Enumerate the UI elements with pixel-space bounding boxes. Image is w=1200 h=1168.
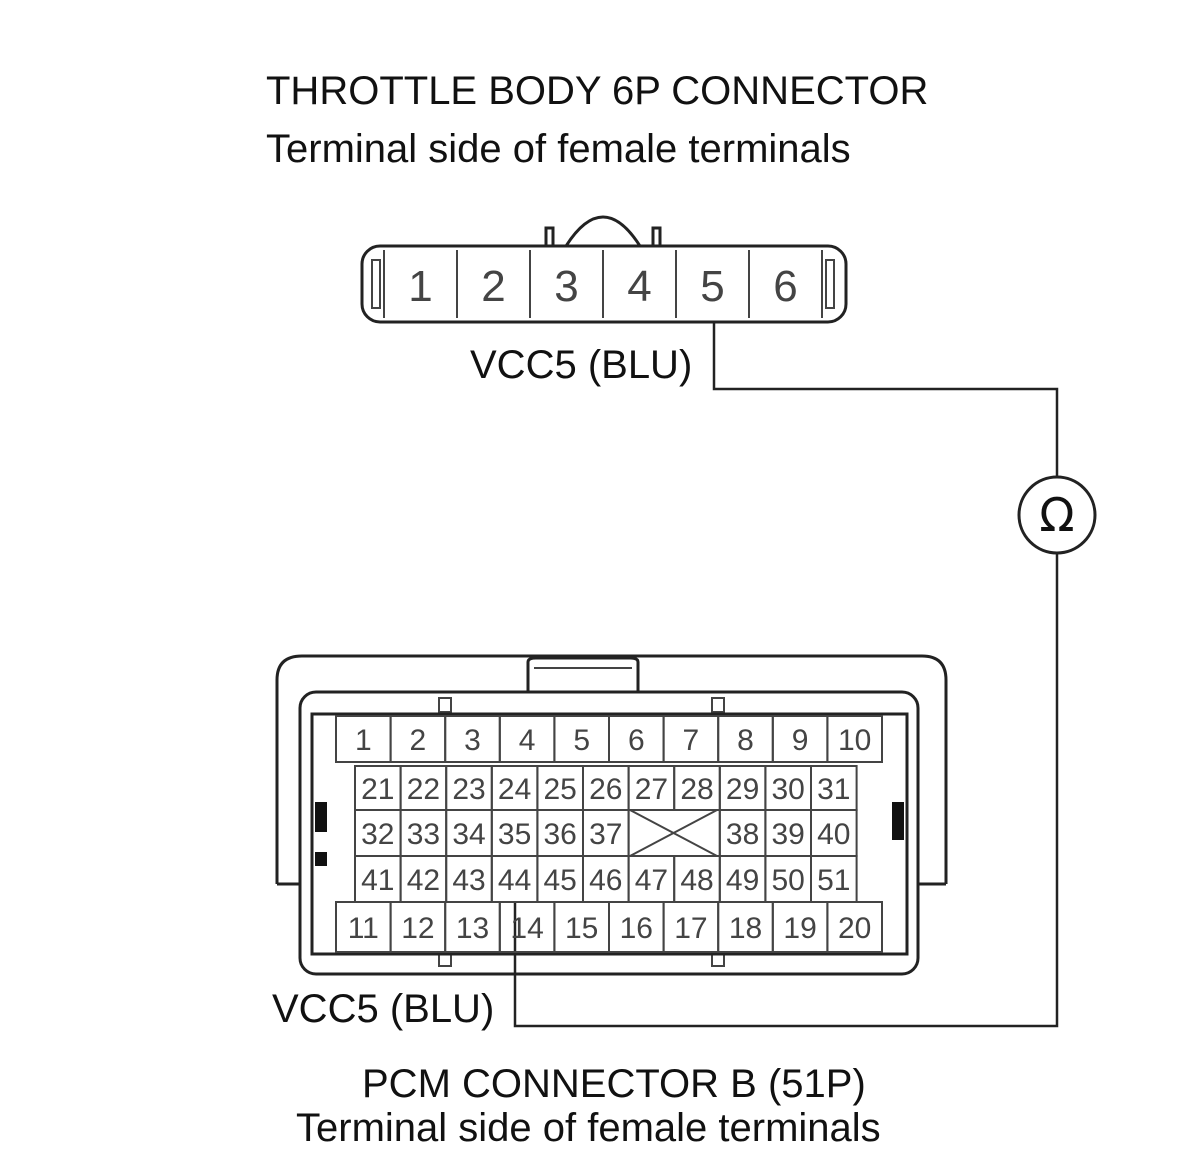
pcm-pin-28: 28 — [680, 773, 713, 806]
pcm-pin-37: 37 — [589, 818, 622, 851]
pcm-pin-49: 49 — [726, 864, 759, 897]
pcm-pin-26: 26 — [589, 773, 622, 806]
throttle-pin-2: 2 — [481, 262, 505, 311]
pcm-pin-22: 22 — [407, 773, 440, 806]
pcm-pin-8: 8 — [737, 724, 754, 757]
throttle-pin-6: 6 — [773, 262, 797, 311]
pcm-pin-27: 27 — [635, 773, 668, 806]
pcm-pin-41: 41 — [361, 864, 394, 897]
pcm-pin-11: 11 — [348, 912, 379, 945]
pcm-pin-15: 15 — [565, 912, 598, 945]
pcm-pin-46: 46 — [589, 864, 622, 897]
pcm-pin-45: 45 — [544, 864, 577, 897]
pcm-pin-33: 33 — [407, 818, 440, 851]
pcm-pin-7: 7 — [683, 724, 700, 757]
pcm-pin-43: 43 — [452, 864, 485, 897]
pcm-pin-38: 38 — [726, 818, 759, 851]
pcm-pin-39: 39 — [772, 818, 805, 851]
pcm-pin-40: 40 — [817, 818, 850, 851]
pcm-pin-18: 18 — [729, 912, 762, 945]
pcm-pin-4: 4 — [519, 724, 536, 757]
throttle-connector-title: THROTTLE BODY 6P CONNECTOR — [266, 69, 928, 113]
pcm-pin-14: 14 — [510, 912, 543, 945]
pcm-pin-30: 30 — [772, 773, 805, 806]
pcm-connector-subtitle: Terminal side of female terminals — [296, 1106, 881, 1150]
pcm-pin-50: 50 — [772, 864, 805, 897]
ohm-symbol: Ω — [1039, 488, 1074, 542]
measurement-wire — [513, 322, 1059, 1028]
pcm-pin-5: 5 — [573, 724, 590, 757]
pcm-connector-title: PCM CONNECTOR B (51P) — [362, 1062, 866, 1106]
pcm-pin-17: 17 — [674, 912, 707, 945]
pcm-pin-31: 31 — [817, 773, 850, 806]
pcm-cell-10 — [826, 715, 884, 763]
pcm-pin-32: 32 — [361, 818, 394, 851]
pcm-pin-47: 47 — [635, 864, 668, 897]
pcm-pin-6: 6 — [628, 724, 645, 757]
pcm-pin-21: 21 — [361, 773, 394, 806]
pcm-pin-1: 1 — [355, 724, 372, 757]
throttle-pin-5: 5 — [700, 262, 724, 311]
pcm-pin-36: 36 — [544, 818, 577, 851]
pcm-pin-16: 16 — [620, 912, 653, 945]
pcm-pin-24: 24 — [498, 773, 531, 806]
pcm-pin-42: 42 — [407, 864, 440, 897]
pcm-cell-20 — [826, 901, 884, 953]
pcm-pin-35: 35 — [498, 818, 531, 851]
pcm-pin-44: 44 — [498, 864, 531, 897]
pcm-pin-10: 10 — [838, 724, 871, 757]
pcm-pin-3: 3 — [464, 724, 481, 757]
pcm-pin-13: 13 — [456, 912, 489, 945]
pcm-pin-9: 9 — [792, 724, 809, 757]
pcm-pin-12: 12 — [401, 912, 434, 945]
throttle-connector-subtitle: Terminal side of female terminals — [266, 127, 851, 171]
pcm-pin-19: 19 — [783, 912, 816, 945]
pcm-pin-34: 34 — [452, 818, 485, 851]
pcm-pin-48: 48 — [680, 864, 713, 897]
ohmmeter-icon: Ω — [1017, 475, 1097, 555]
throttle-pin-3: 3 — [554, 262, 578, 311]
pcm-wire-label: VCC5 (BLU) — [272, 987, 494, 1031]
pcm-pin-2: 2 — [410, 724, 427, 757]
pcm-pin-25: 25 — [544, 773, 577, 806]
pcm-pin-51: 51 — [817, 864, 850, 897]
pcm-pin-29: 29 — [726, 773, 759, 806]
pcm-pin-23: 23 — [452, 773, 485, 806]
throttle-pin-1: 1 — [408, 262, 432, 311]
throttle-wire-label: VCC5 (BLU) — [470, 343, 692, 387]
throttle-pin-4: 4 — [627, 262, 651, 311]
pcm-pin-20: 20 — [838, 912, 871, 945]
